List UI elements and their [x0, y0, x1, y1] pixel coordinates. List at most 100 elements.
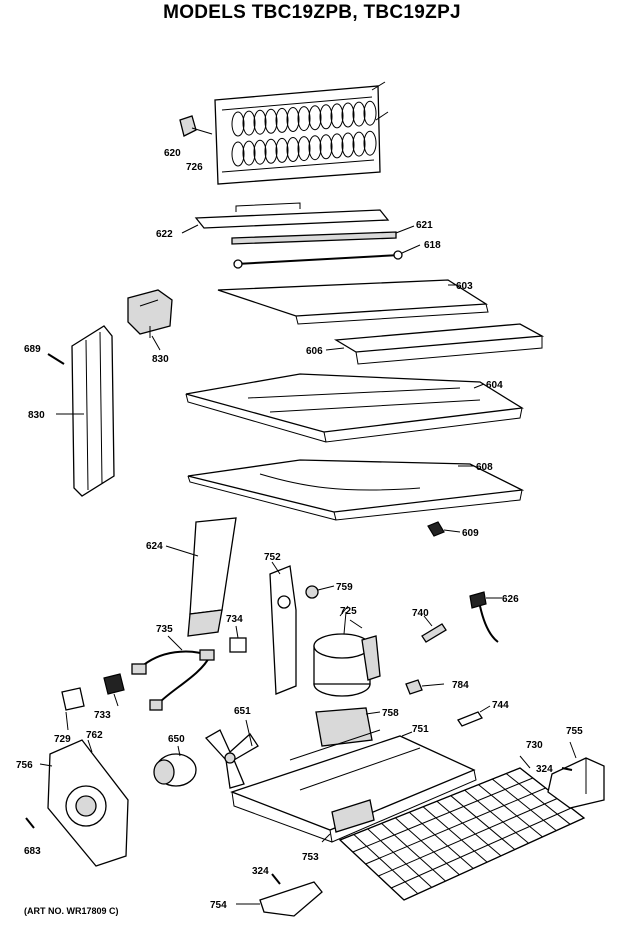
callout-618: 618	[424, 240, 441, 251]
coil-ring	[253, 109, 267, 135]
callout-759: 759	[336, 582, 353, 593]
condenser-tube	[436, 800, 502, 857]
condenser-tube	[422, 806, 488, 863]
callout-labels: 620 726 622 621 618 603 830 689 606 830 …	[16, 148, 583, 911]
coil-ring	[363, 100, 377, 126]
part-756-shroud	[39, 739, 129, 867]
callout-683: 683	[24, 846, 41, 857]
condenser-tube	[381, 823, 446, 882]
part-740-tube	[421, 623, 447, 643]
callout-756: 756	[16, 760, 33, 771]
coil-ring	[286, 107, 300, 132]
callout-735: 735	[156, 624, 173, 635]
part-604-pan	[185, 373, 524, 433]
callout-751: 751	[412, 724, 429, 735]
condenser-wire	[339, 767, 521, 841]
coil-ring	[242, 110, 256, 136]
part-621-heater	[231, 231, 397, 245]
callout-689: 689	[24, 344, 41, 355]
condenser-wire	[352, 777, 533, 853]
condenser-wire	[365, 787, 546, 865]
callout-603: 603	[456, 281, 473, 292]
callout-733: 733	[94, 710, 111, 721]
part-606-tray	[333, 323, 545, 353]
part-830-column	[71, 325, 115, 497]
callout-624: 624	[146, 541, 163, 552]
coil-ring	[231, 141, 245, 167]
callout-830: 830	[28, 410, 45, 421]
part-324-screw-b	[271, 873, 281, 885]
callout-324: 324	[252, 866, 269, 877]
coil-ring	[319, 104, 333, 130]
callout-606: 606	[306, 346, 323, 357]
condenser-wire	[390, 807, 572, 889]
callout-740: 740	[412, 608, 429, 619]
callout-762: 762	[86, 730, 103, 741]
coil-ring	[352, 131, 366, 157]
condenser-tube	[353, 834, 419, 895]
callout-324: 324	[536, 764, 553, 775]
coil-ring	[242, 140, 256, 166]
diagram-title: MODELS TBC19ZPB, TBC19ZPJ	[163, 2, 461, 23]
part-622-cover	[194, 209, 390, 229]
condenser-tube	[450, 795, 516, 850]
part-618-rod	[233, 244, 421, 269]
condenser-wire	[378, 797, 559, 877]
callout-753: 753	[302, 852, 319, 863]
part-735-harness	[131, 635, 215, 711]
condenser-tube	[491, 778, 557, 832]
part-730-condenser	[338, 755, 586, 901]
coil-ring	[264, 108, 278, 134]
part-830-thermostat	[127, 289, 173, 351]
part-651-fan-blade	[204, 719, 259, 789]
callout-729: 729	[54, 734, 71, 745]
part-725-compressor	[313, 605, 381, 697]
coil-ring	[308, 105, 322, 131]
coil-ring	[319, 134, 333, 160]
part-650-motor	[153, 745, 197, 787]
condenser-tube	[505, 773, 571, 825]
condenser-tube	[464, 789, 529, 844]
condenser-tube	[408, 811, 474, 869]
coil-ring	[253, 139, 267, 165]
callout-752: 752	[264, 552, 281, 563]
coil-ring	[275, 107, 289, 133]
part-753-strip	[331, 799, 375, 833]
callout-726: 726	[186, 162, 203, 173]
condenser-wire	[403, 817, 585, 901]
coil-ring	[330, 133, 344, 159]
part-752-bracket	[269, 565, 297, 695]
part-620-knob	[179, 115, 213, 137]
callout-755: 755	[566, 726, 583, 737]
callout-784: 784	[452, 680, 469, 691]
condenser-tube	[478, 784, 543, 838]
part-683-screw	[25, 817, 35, 829]
callout-650: 650	[168, 734, 185, 745]
art-number: (ART NO. WR17809 C)	[24, 906, 119, 916]
coil-ring	[352, 101, 366, 127]
part-609-clip	[427, 521, 445, 537]
coil-ring	[286, 137, 300, 162]
evaporator-coil	[214, 81, 389, 185]
part-608-pan	[187, 459, 525, 513]
part-324-screw-a	[561, 767, 573, 771]
callout-744: 744	[492, 700, 509, 711]
coil-ring	[308, 135, 322, 161]
part-626-plug	[469, 591, 502, 643]
callout-622: 622	[156, 229, 173, 240]
coil-ring	[341, 132, 355, 158]
callout-725: 725	[340, 606, 357, 617]
condenser-tube	[367, 828, 433, 888]
coil-ring	[264, 138, 278, 164]
callout-730: 730	[526, 740, 543, 751]
part-759-grommet	[305, 585, 319, 599]
coil-ring	[297, 106, 311, 132]
coil-ring	[275, 137, 289, 163]
coil-ring	[341, 102, 355, 128]
callout-626: 626	[502, 594, 519, 605]
callout-754: 754	[210, 900, 227, 911]
part-624-duct	[189, 517, 237, 615]
callout-830: 830	[152, 354, 169, 365]
callout-608: 608	[476, 462, 493, 473]
